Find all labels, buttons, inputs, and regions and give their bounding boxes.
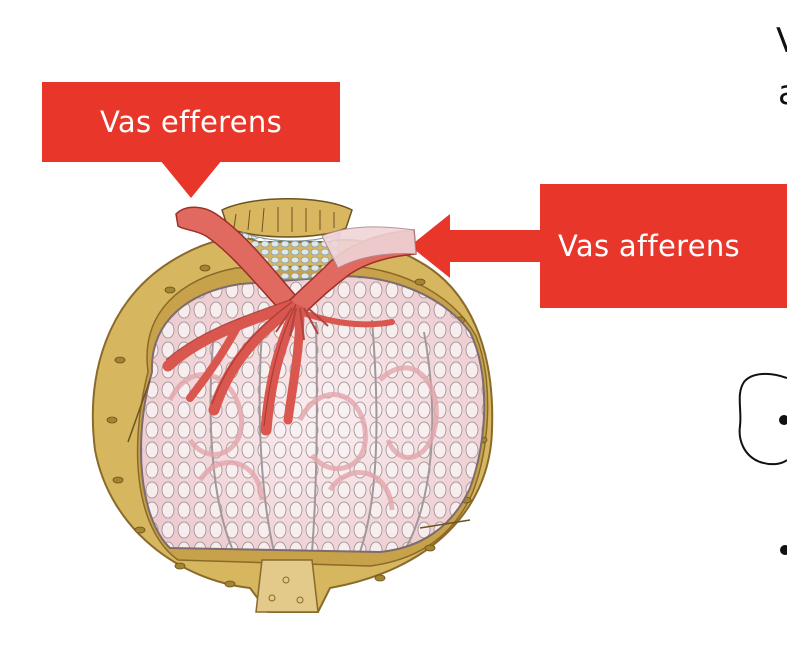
- afferens-arrow-icon: [410, 214, 450, 278]
- afferent-branch-tufts: [275, 307, 329, 341]
- efferens-arrow-icon: [160, 160, 222, 198]
- slide-text-line-1: V: [776, 24, 787, 58]
- vas-efferens-text: Vas efferens: [99, 105, 282, 139]
- vas-afferens-label: Vas afferens: [540, 184, 787, 308]
- vas-afferens-callout: [410, 214, 543, 278]
- bullet-dot-4: [780, 545, 787, 555]
- capillary-tuft-outline: [140, 275, 486, 554]
- vas-efferens-label: Vas efferens: [42, 82, 340, 162]
- proximal-tubule: [255, 559, 319, 613]
- vas-efferens-callout: [160, 160, 222, 198]
- glomerulus-illustration: [91, 198, 494, 613]
- glomerular-capillary-branches: [162, 300, 395, 436]
- slide-text-line-2: a: [778, 76, 787, 110]
- freehand-annotation: [738, 372, 787, 466]
- vas-afferens-text: Vas afferens: [558, 229, 740, 263]
- bullet-dot-3: [779, 415, 787, 425]
